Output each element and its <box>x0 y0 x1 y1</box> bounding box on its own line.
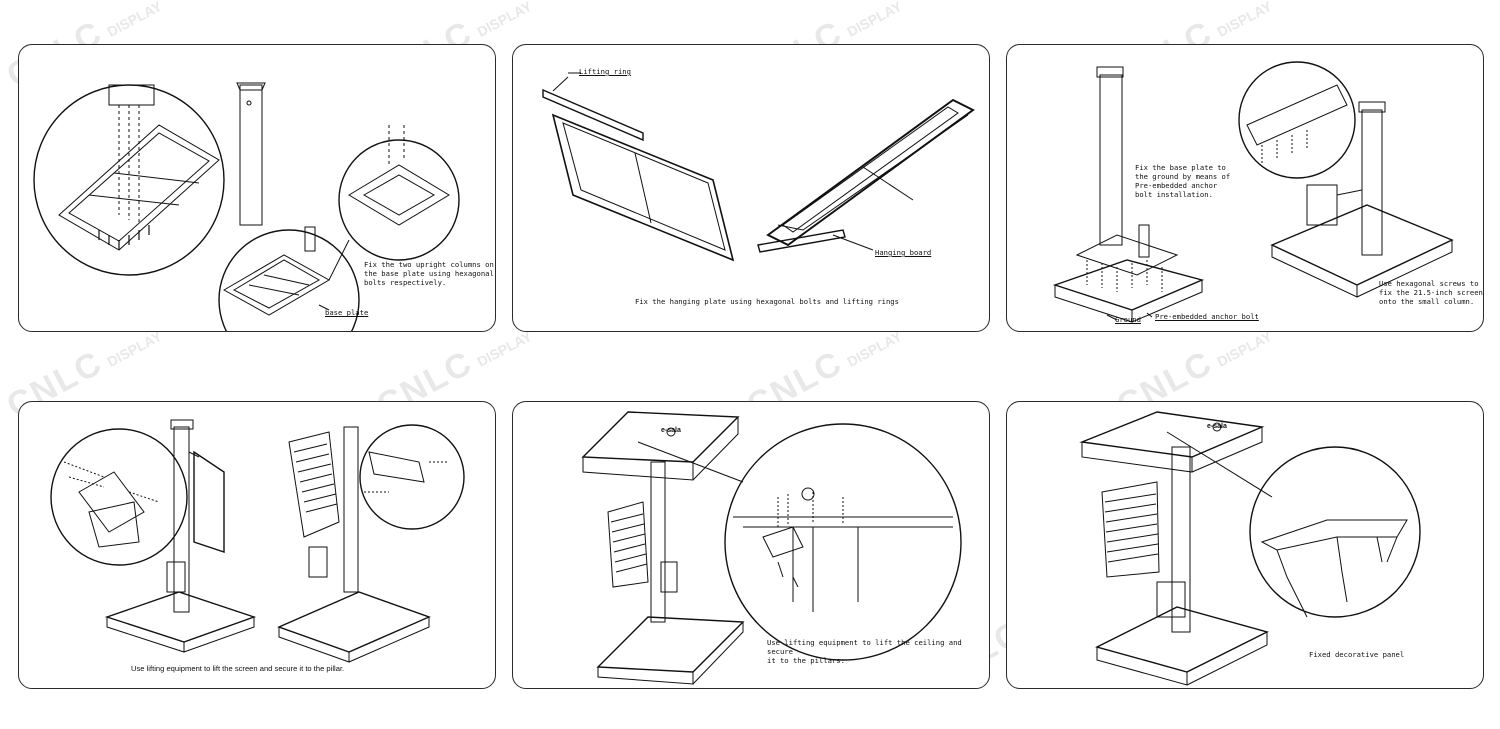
step-6-caption: Fixed decorative panel <box>1309 650 1405 659</box>
step-4-caption: Use lifting equipment to lift the screen… <box>131 664 345 673</box>
lifting-ring-label: Lifting ring <box>579 67 631 76</box>
step-1-panel: Fix the two upright columns on the base … <box>18 44 496 332</box>
step-5-panel: e-sala Use lifting equipment to lift the… <box>512 401 990 689</box>
ground-label: Ground <box>1115 315 1141 324</box>
step-5-caption: Use lifting equipment to lift the ceilin… <box>767 638 962 665</box>
step-2-caption: Fix the hanging plate using hexagonal bo… <box>635 297 899 306</box>
step-2-panel: Lifting ring Hanging board Fix the hangi… <box>512 44 990 332</box>
ceiling-logo: e-sala <box>661 427 681 434</box>
ceiling-logo: e-sala <box>1207 423 1227 430</box>
anchor-bolt-label: Pre-embedded anchor bolt <box>1155 312 1259 321</box>
hanging-board-label: Hanging board <box>875 248 932 257</box>
step-1-caption: Fix the two upright columns on the base … <box>364 260 494 287</box>
base-plate-label: base plate <box>325 308 369 317</box>
step-2-drawing <box>542 72 975 262</box>
step-5-drawing <box>581 411 962 685</box>
step-6-panel: e-sala Fixed decorative panel <box>1006 401 1484 689</box>
step-1-drawing <box>33 82 460 331</box>
step-3-panel: Fix the base plate to the ground by mean… <box>1006 44 1484 332</box>
step-4-panel: Use lifting equipment to lift the screen… <box>18 401 496 689</box>
step-3-caption-anchor: Fix the base plate to the ground by mean… <box>1135 163 1231 199</box>
step-6-drawing <box>1079 411 1421 686</box>
step-3-caption-screen: Use hexagonal screws to fix the 21.5-inc… <box>1379 279 1483 306</box>
step-4-drawing <box>50 419 465 663</box>
step-3-drawing <box>1052 61 1454 323</box>
